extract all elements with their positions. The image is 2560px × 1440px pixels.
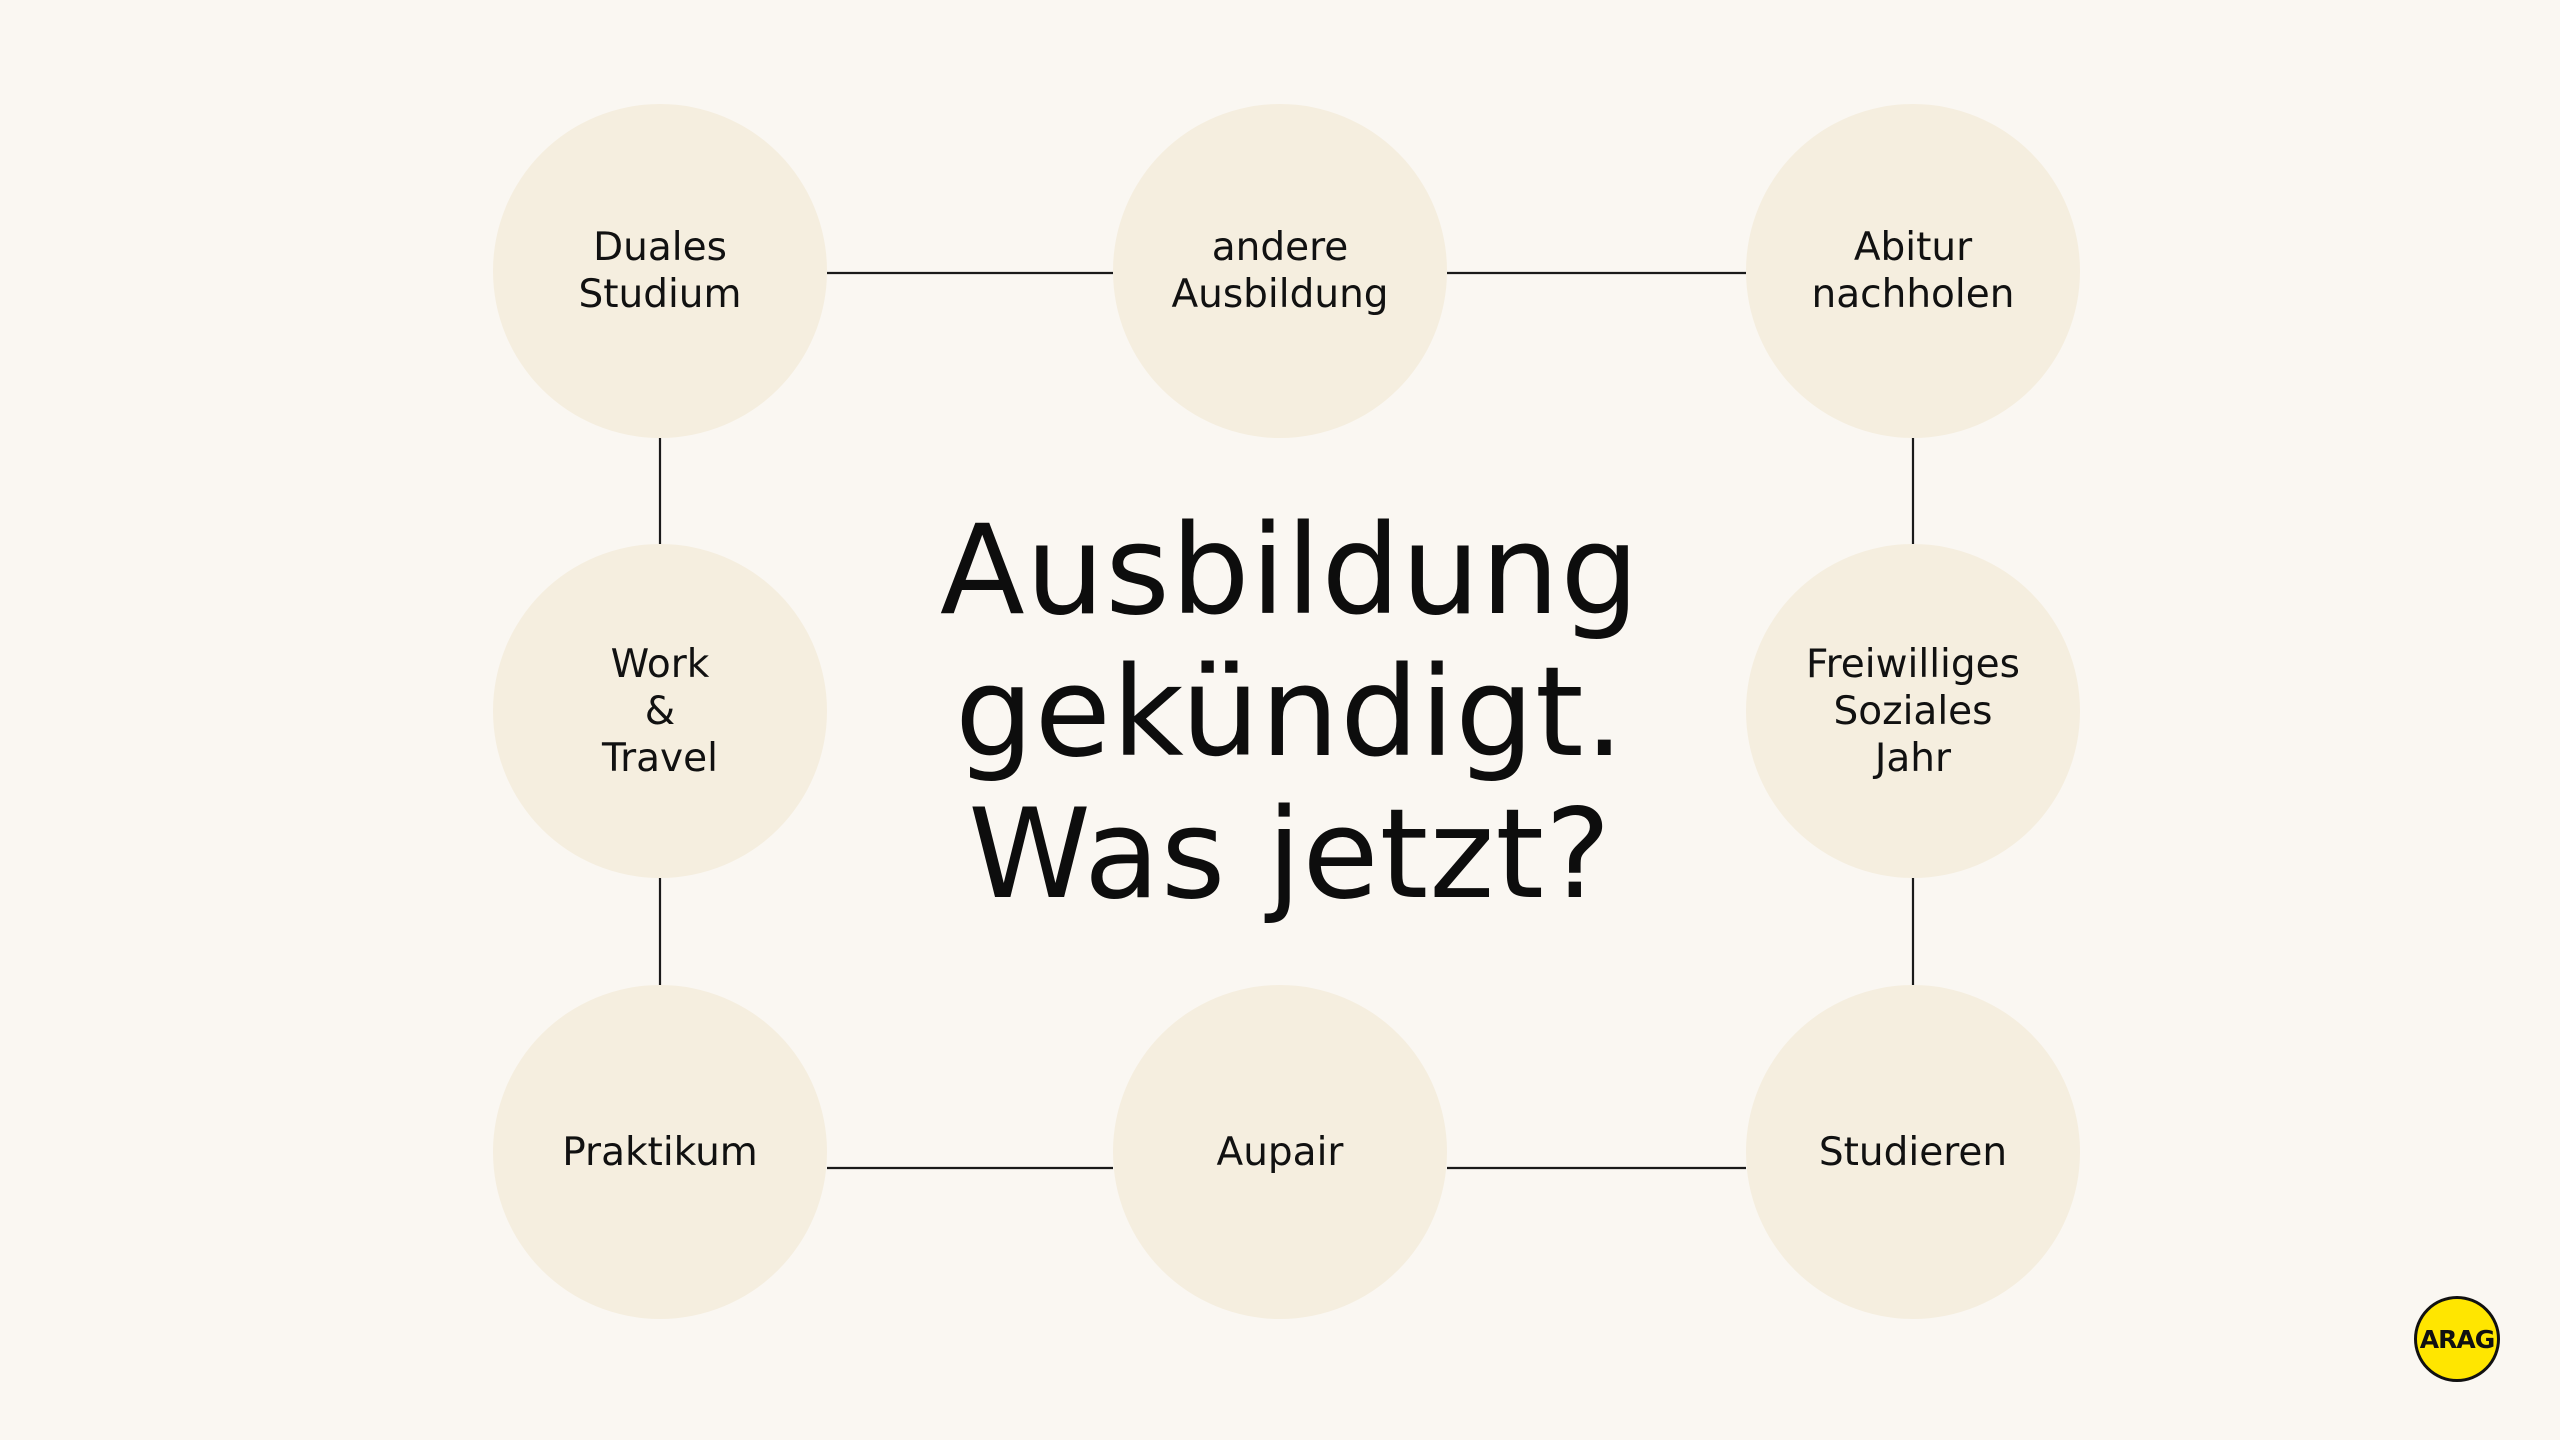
node-label: Aupair	[1216, 1129, 1344, 1175]
node-label: Duales Studium	[578, 225, 742, 317]
node-duales-studium: Duales Studium	[493, 104, 827, 438]
node-andere-ausbildung: andere Ausbildung	[1113, 104, 1447, 438]
node-label: Freiwilliges Soziales Jahr	[1806, 641, 2020, 781]
node-label: Work & Travel	[602, 641, 718, 781]
headline: Ausbildung gekündigt. Was jetzt?	[939, 499, 1641, 927]
node-studieren: Studieren	[1746, 985, 2080, 1319]
node-label: andere Ausbildung	[1171, 225, 1389, 317]
node-label: Studieren	[1818, 1129, 2008, 1175]
node-freiwilliges-soziales-jahr: Freiwilliges Soziales Jahr	[1746, 544, 2080, 878]
node-abitur-nachholen: Abitur nachholen	[1746, 104, 2080, 438]
arag-logo: ARAG	[2414, 1296, 2500, 1382]
node-label: Praktikum	[562, 1129, 758, 1175]
node-aupair: Aupair	[1113, 985, 1447, 1319]
node-label: Abitur nachholen	[1811, 225, 2015, 317]
logo-text: ARAG	[2419, 1324, 2495, 1354]
node-praktikum: Praktikum	[493, 985, 827, 1319]
node-work-and-travel: Work & Travel	[493, 544, 827, 878]
